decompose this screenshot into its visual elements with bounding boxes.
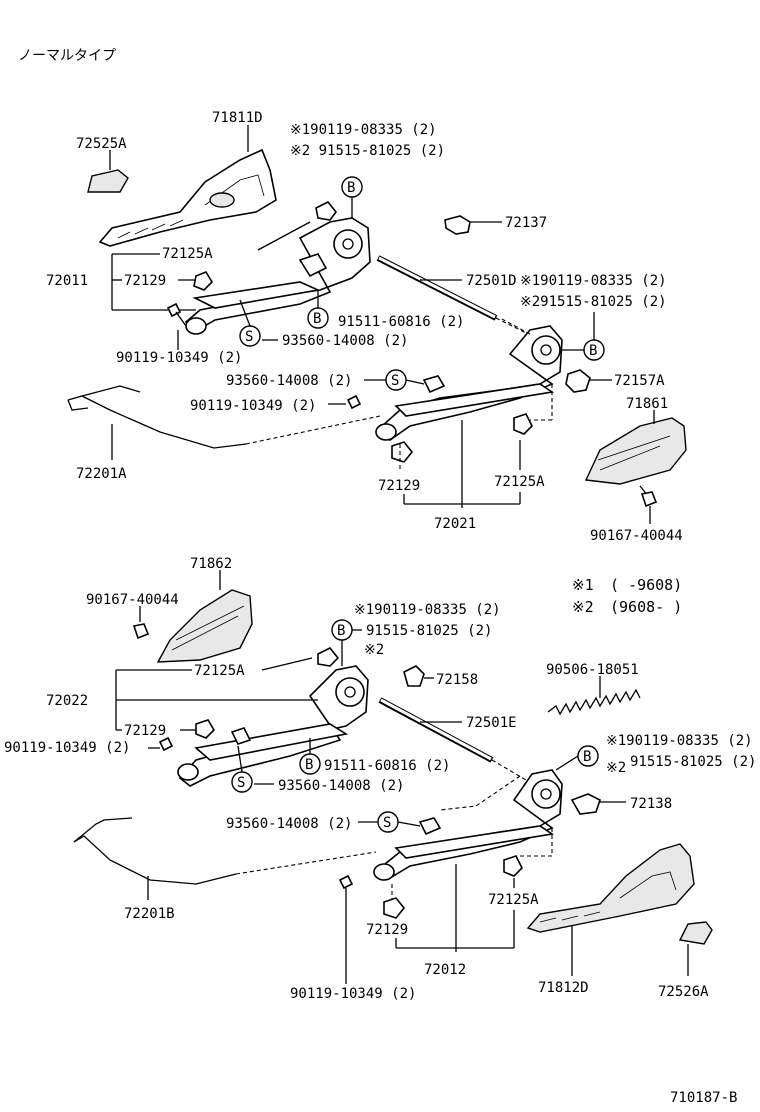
- spring-90506: [547, 688, 641, 716]
- bolt-marker-label-3: B: [589, 343, 597, 359]
- legend-note2-mark: ※2: [572, 598, 594, 616]
- bolt-90119-b: [346, 394, 362, 410]
- note-d2[interactable]: ※2: [606, 760, 626, 776]
- screw-marker-label-3: S: [237, 775, 245, 791]
- label-72501E[interactable]: 72501E: [466, 715, 517, 731]
- label-91511-b[interactable]: 91511-60816 (2): [324, 758, 450, 774]
- cover-71811D: [98, 148, 277, 247]
- note-d3[interactable]: 91515-81025 (2): [630, 754, 756, 770]
- label-90167-a[interactable]: 90167-40044: [590, 528, 683, 544]
- bolt-marker-label-2: B: [313, 311, 321, 327]
- label-90506[interactable]: 90506-18051: [546, 662, 639, 678]
- label-72137[interactable]: 72137: [505, 215, 547, 231]
- screw-marker-label-4: S: [383, 815, 391, 831]
- note-c1[interactable]: ※190119-08335 (2): [354, 602, 501, 618]
- label-90119-a[interactable]: 90119-10349 (2): [116, 350, 242, 366]
- label-72125A-a[interactable]: 72125A: [162, 246, 213, 262]
- label-72012[interactable]: 72012: [424, 962, 466, 978]
- label-72129-c[interactable]: 72129: [124, 723, 166, 739]
- seat-track-72021: [375, 325, 563, 463]
- label-72129-d[interactable]: 72129: [366, 922, 408, 938]
- note-b1[interactable]: ※190119-08335 (2): [520, 273, 667, 289]
- bolt-marker-label: B: [347, 180, 355, 196]
- clip-72157A: [565, 369, 591, 393]
- bolt-90167-a: [639, 485, 658, 508]
- note-c2[interactable]: 91515-81025 (2): [366, 623, 492, 639]
- label-72011[interactable]: 72011: [46, 273, 88, 289]
- label-72021[interactable]: 72021: [434, 516, 476, 532]
- seat-track-72022: [177, 646, 369, 787]
- label-90167-b[interactable]: 90167-40044: [86, 592, 179, 608]
- cover-71862: [156, 589, 253, 663]
- bolt-marker-label-6: B: [583, 749, 591, 765]
- bolt-marker-label-4: B: [337, 623, 345, 639]
- knob-72525A: [87, 169, 129, 193]
- cable-72201B: [73, 817, 377, 885]
- cover-71812D: [526, 843, 695, 933]
- bolt-90167-b: [132, 623, 150, 640]
- label-93560-a[interactable]: 93560-14008 (2): [282, 333, 408, 349]
- label-72022[interactable]: 72022: [46, 693, 88, 709]
- label-72125A-c[interactable]: 72125A: [194, 663, 245, 679]
- label-72525A[interactable]: 72525A: [76, 136, 127, 152]
- note-d1[interactable]: ※190119-08335 (2): [606, 733, 753, 749]
- label-90119-d[interactable]: 90119-10349 (2): [290, 986, 416, 1002]
- label-90119-c[interactable]: 90119-10349 (2): [4, 740, 130, 756]
- shaft-72501D: [376, 255, 498, 321]
- label-72138[interactable]: 72138: [630, 796, 672, 812]
- legend-note1-mark: ※1: [572, 576, 594, 594]
- label-72526A[interactable]: 72526A: [658, 984, 709, 1000]
- label-93560-c[interactable]: 93560-14008 (2): [278, 778, 404, 794]
- cable-72201A: [67, 385, 381, 449]
- diagram-title: ノーマルタイプ: [18, 48, 116, 64]
- note-b2[interactable]: ※291515-81025 (2): [520, 294, 667, 310]
- shaft-72501E: [378, 697, 494, 763]
- diagram-code: 710187-B: [670, 1090, 737, 1106]
- cover-71861: [584, 417, 687, 485]
- seat-track-72011: [184, 200, 371, 335]
- label-72129-a[interactable]: 72129: [124, 273, 166, 289]
- label-72501D[interactable]: 72501D: [466, 273, 517, 289]
- legend-note1-text: ( -9608): [610, 576, 682, 594]
- label-72129-b[interactable]: 72129: [378, 478, 420, 494]
- label-72158[interactable]: 72158: [436, 672, 478, 688]
- screw-marker-label-2: S: [391, 373, 399, 389]
- label-93560-b[interactable]: 93560-14008 (2): [226, 373, 352, 389]
- legend-note2-text: (9608- ): [610, 598, 682, 616]
- label-90119-b[interactable]: 90119-10349 (2): [190, 398, 316, 414]
- clip-72138: [570, 793, 601, 815]
- label-71861[interactable]: 71861: [626, 396, 668, 412]
- label-72157A[interactable]: 72157A: [614, 373, 665, 389]
- note-a2[interactable]: ※2 91515-81025 (2): [290, 143, 445, 159]
- bolt-90119-c: [158, 736, 174, 752]
- label-72201B[interactable]: 72201B: [124, 906, 175, 922]
- label-72201A[interactable]: 72201A: [76, 466, 127, 482]
- clip-72158: [403, 665, 425, 687]
- bolt-90119-a: [166, 302, 187, 327]
- seat-track-72012: [373, 769, 563, 919]
- bolt-90119-d: [338, 874, 354, 890]
- note-c3[interactable]: ※2: [364, 642, 384, 658]
- label-71811D[interactable]: 71811D: [212, 110, 263, 126]
- label-91511[interactable]: 91511-60816 (2): [338, 314, 464, 330]
- bolt-marker-label-5: B: [305, 757, 313, 773]
- label-71812D[interactable]: 71812D: [538, 980, 589, 996]
- label-71862[interactable]: 71862: [190, 556, 232, 572]
- label-72125A-d[interactable]: 72125A: [488, 892, 539, 908]
- label-93560-d[interactable]: 93560-14008 (2): [226, 816, 352, 832]
- knob-72526A: [678, 921, 713, 945]
- note-a1[interactable]: ※190119-08335 (2): [290, 122, 437, 138]
- screw-marker-label: S: [245, 329, 253, 345]
- clip-72137: [444, 215, 471, 235]
- label-72125A-b[interactable]: 72125A: [494, 474, 545, 490]
